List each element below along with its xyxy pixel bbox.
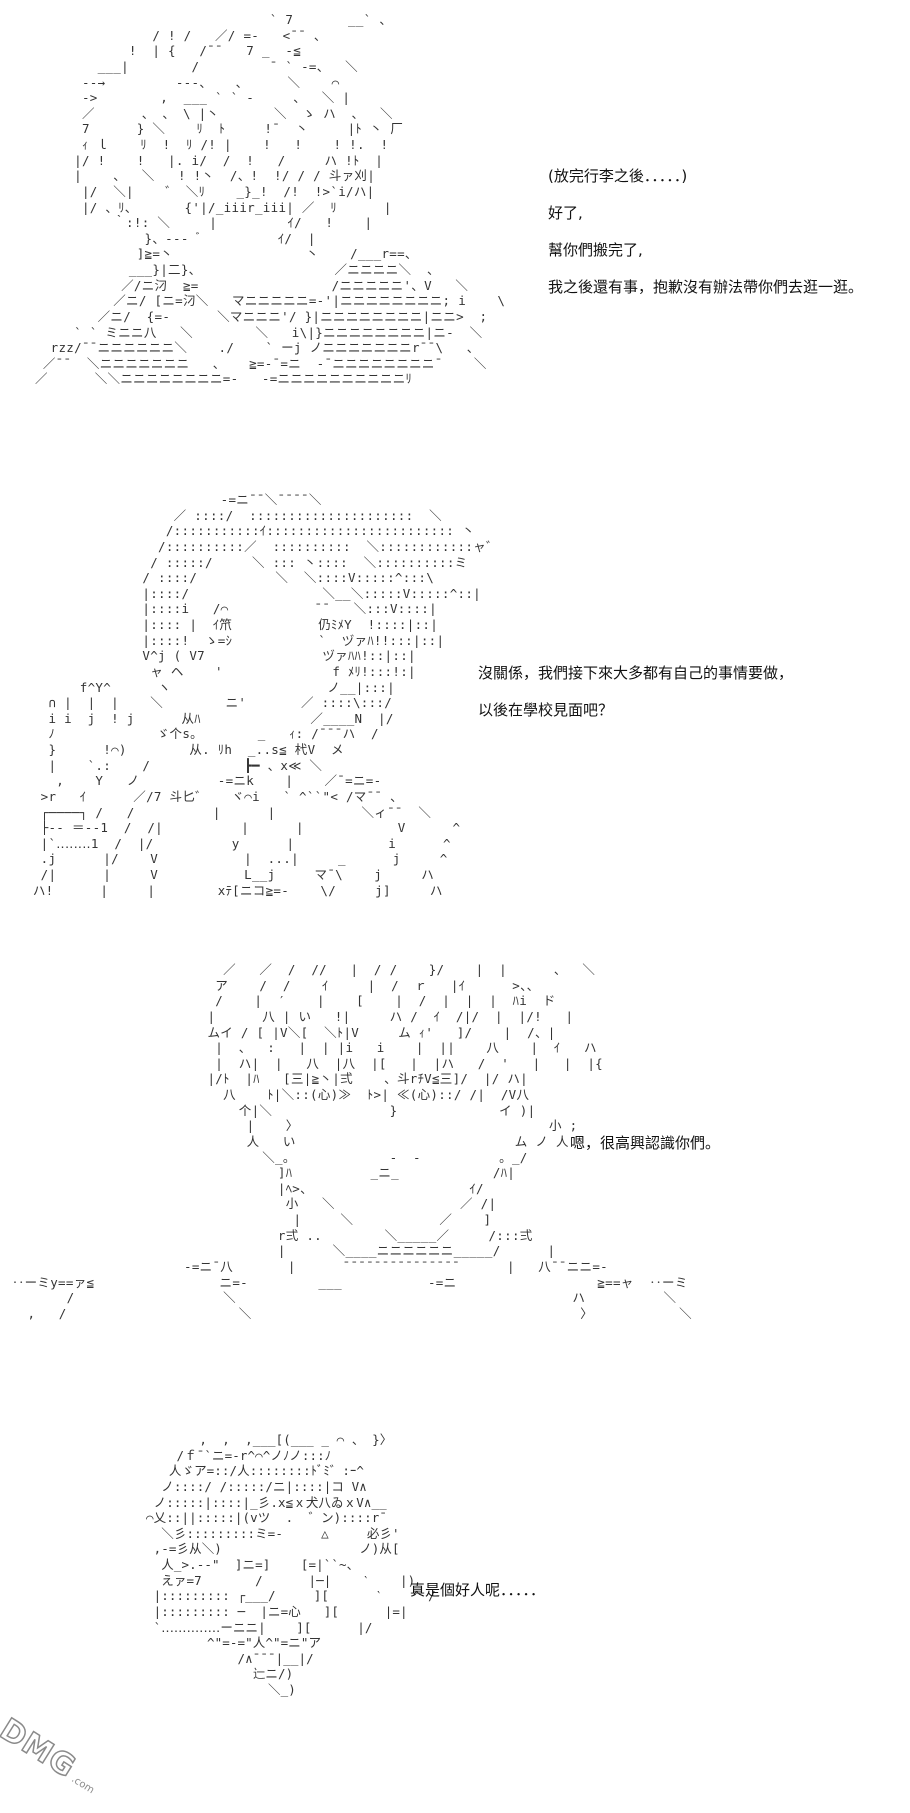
dialogue-line: 好了,: [548, 204, 583, 222]
comic-panel-4: , , ,___[(___ _ ⌒ 、 }〉 /ｆ¯`ニ=-r^⌒^ノﾉノ:::…: [0, 1420, 910, 1792]
comic-panel-2: -=ニ¯¯＼¯¯¯¯＼ ／ ::::/ ::::::::::::::::::::…: [0, 480, 910, 950]
dialogue-block-4: 真是個好人呢．．．．．: [410, 1572, 545, 1609]
dialogue-block-2: 沒關係，我們接下來大多都有自己的事情要做， 以後在學校見面吧？: [478, 655, 793, 729]
dialogue-block-1: (放完行李之後．．．．．) 好了, 幫你們搬完了, 我之後還有事，抱歉沒有辦法帶…: [548, 158, 863, 306]
dialogue-line: 嗯，很高興認識你們。: [570, 1134, 721, 1152]
watermark-suffix: .com: [69, 1773, 97, 1797]
ascii-art-character-4: , , ,___[(___ _ ⌒ 、 }〉 /ｆ¯`ニ=-r^⌒^ノﾉノ:::…: [146, 1432, 436, 1697]
comic-panel-3: ／ ／ / // | / / }/ | | 、 ＼ ア / / ｲ | / ｒ …: [0, 950, 910, 1420]
dialogue-line: 沒關係，我們接下來大多都有自己的事情要做，: [478, 664, 794, 682]
ascii-art-character-1: ` 7 __` 、 / ! / ／/ =- <¯¯ 、 ! | { /¯¯ 7 …: [35, 12, 506, 387]
ascii-art-character-2: -=ニ¯¯＼¯¯¯¯＼ ／ ::::/ ::::::::::::::::::::…: [32, 492, 499, 898]
dialogue-line: 幫你們搬完了,: [548, 241, 643, 259]
dialogue-line: 真是個好人呢．．．．．: [410, 1581, 546, 1599]
ascii-art-character-3: ／ ／ / // | / / }/ | | 、 ＼ ア / / ｲ | / ｒ …: [11, 962, 692, 1321]
dialogue-block-3: 嗯，很高興認識你們。: [570, 1125, 720, 1162]
dialogue-line: 以後在學校見面吧？: [478, 701, 614, 719]
comic-panel-1: ` 7 __` 、 / ! / ／/ =- <¯¯ 、 ! | { /¯¯ 7 …: [0, 0, 910, 480]
dialogue-line: 我之後還有事，抱歉沒有辦法帶你們去逛一逛。: [548, 278, 864, 296]
dialogue-line: (放完行李之後．．．．．): [548, 167, 688, 185]
